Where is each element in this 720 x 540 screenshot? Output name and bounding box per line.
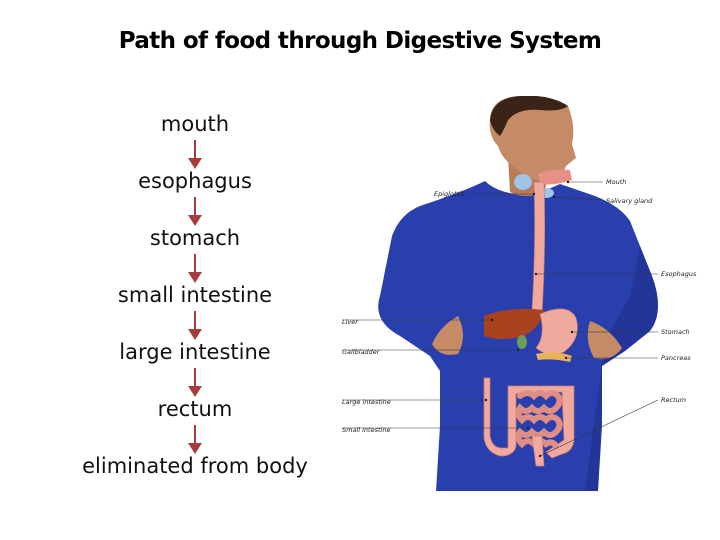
gallbladder-organ <box>517 335 527 349</box>
label-liver: Liver <box>342 318 359 326</box>
small-intestine-organ <box>515 390 563 449</box>
label-small-intestine: Small intestine <box>342 426 390 434</box>
step-large-intestine: large intestine <box>119 340 271 364</box>
step-mouth: mouth <box>160 112 230 136</box>
step-small-intestine: small intestine <box>117 283 273 307</box>
pancreas-organ <box>536 352 572 362</box>
rectum-organ <box>531 435 545 467</box>
label-large-intestine: Large intestine <box>342 398 391 406</box>
arrow-down-icon <box>188 368 202 397</box>
arrow-down-icon <box>188 140 202 169</box>
step-esophagus: esophagus <box>138 169 252 193</box>
label-stomach: Stomach <box>661 328 690 336</box>
digestive-flow: mouth esophagus stomach small intestine … <box>60 108 330 488</box>
label-pancreas: Pancreas <box>661 354 691 362</box>
liver-organ <box>484 308 544 339</box>
label-mouth: Mouth <box>606 178 626 186</box>
step-eliminated: eliminated from body <box>82 454 308 478</box>
step-stomach: stomach <box>149 226 241 250</box>
arrow-down-icon <box>188 425 202 454</box>
label-salivary-gland: Salivary gland <box>606 197 653 205</box>
digestive-system-figure: Mouth Salivary gland Epiglottis Esophagu… <box>342 96 697 491</box>
label-rectum: Rectum <box>661 396 686 404</box>
arrow-down-icon <box>188 254 202 283</box>
arrow-down-icon <box>188 197 202 226</box>
label-epiglottis: Epiglottis <box>434 190 465 198</box>
stomach-organ <box>535 308 578 355</box>
label-gallbladder: Gallbladder <box>342 348 381 356</box>
page-title: Path of food through Digestive System <box>118 28 602 54</box>
label-esophagus: Esophagus <box>661 270 697 278</box>
step-rectum: rectum <box>157 397 233 421</box>
large-intestine-organ <box>483 377 575 459</box>
arrow-down-icon <box>188 311 202 340</box>
